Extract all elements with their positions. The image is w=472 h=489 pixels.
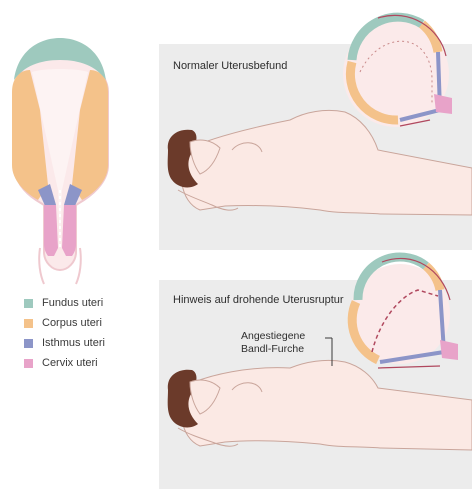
uterus-section-rupture [350, 257, 458, 368]
arrow-outer-bottom [378, 366, 440, 368]
body-outline [182, 360, 472, 450]
cervix-segment [434, 94, 452, 114]
uterus-section-normal [343, 15, 452, 127]
cervix-segment [440, 340, 458, 360]
body-outline [182, 110, 472, 215]
woman-figure-normal [168, 110, 472, 215]
